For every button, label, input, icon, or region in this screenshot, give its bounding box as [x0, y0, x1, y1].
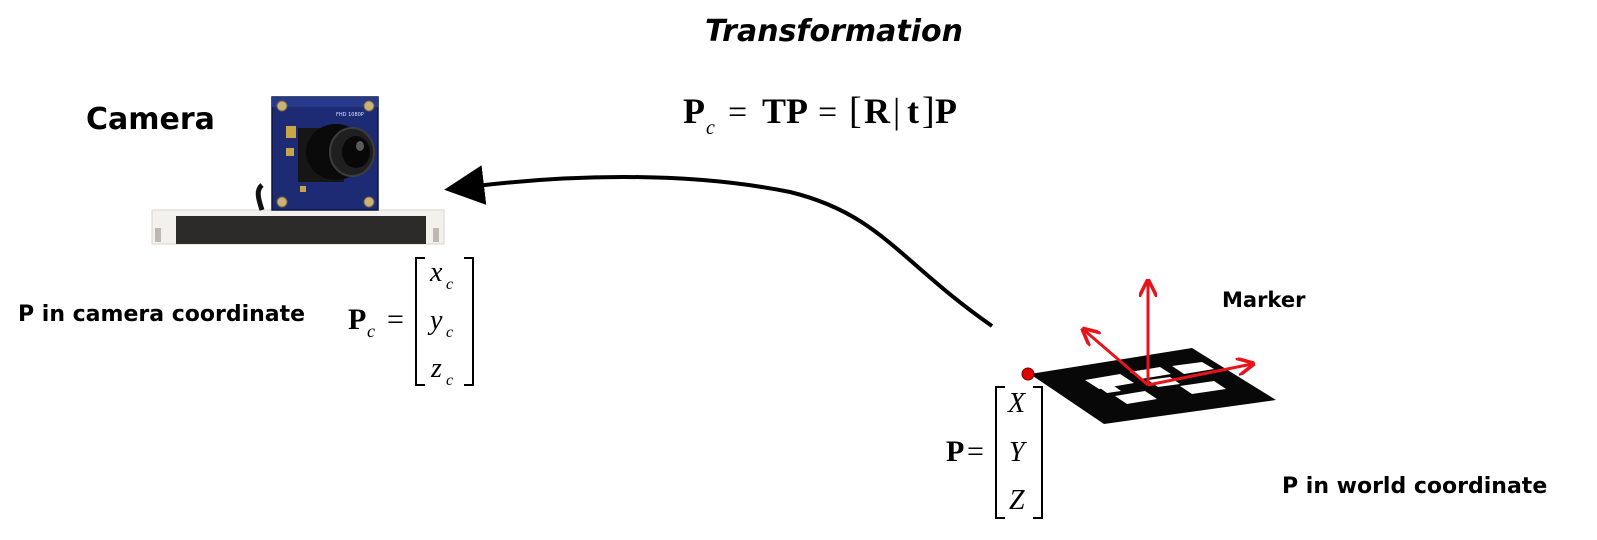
pc-bracket-right [464, 257, 474, 386]
camera-device: FHD 1080P [151, 96, 445, 245]
pc-entry-z: z [430, 353, 442, 384]
eq-translation: t [907, 91, 919, 131]
pcb-text: FHD 1080P [336, 112, 364, 118]
eq-tp: TP [762, 91, 808, 131]
p-bracket-right [1033, 386, 1043, 519]
world-coordinate-vector: P = X Y Z [946, 386, 1043, 519]
pc-entry-y-sub: c [446, 324, 453, 341]
diagram-title: Transformation [705, 14, 963, 49]
pc-entry-x: x [429, 257, 443, 288]
marker-corner-point [1021, 367, 1035, 381]
marker-axes [1084, 282, 1252, 387]
p-entry-y: Y [1009, 437, 1028, 468]
pc-entry-x-sub: c [446, 276, 453, 293]
eq-bracket-open: [ [849, 90, 862, 132]
eq-rhs: P [935, 91, 957, 131]
p-entry-x: X [1007, 388, 1026, 419]
pc-bracket-left [415, 257, 425, 386]
marker-axis-y [1084, 330, 1149, 387]
p-vector-name: P [946, 435, 964, 468]
world-coordinate-label: P in world coordinate [1282, 474, 1548, 499]
marker-axis-x [1147, 364, 1252, 387]
eq-bracket-close: ] [922, 90, 935, 132]
eq-bar: | [893, 91, 900, 131]
eq-lhs-subscript: c [706, 117, 715, 139]
eq-equals-1: = [728, 94, 747, 131]
marker-board [1030, 348, 1276, 424]
p-entry-z: Z [1009, 485, 1025, 516]
pc-vector-equals: = [387, 303, 404, 336]
camera-coordinate-vector: P c = x c y c z c [348, 257, 474, 389]
p-vector-equals: = [967, 435, 984, 468]
p-bracket-left [995, 386, 1005, 519]
eq-rotation: R [864, 91, 891, 131]
marker-label: Marker [1222, 288, 1306, 312]
pc-vector-name: P [348, 303, 366, 336]
transformation-equation: P c = TP = [ R | t ] P [683, 90, 957, 139]
camera-label: Camera [86, 102, 215, 137]
pc-entry-y: y [427, 305, 443, 336]
transformation-arrow [444, 165, 994, 328]
pc-vector-subscript: c [367, 321, 375, 341]
eq-lhs: P [683, 91, 705, 131]
pc-entry-z-sub: c [446, 372, 453, 389]
camera-coordinate-label: P in camera coordinate [18, 302, 306, 327]
eq-equals-2: = [818, 94, 837, 131]
